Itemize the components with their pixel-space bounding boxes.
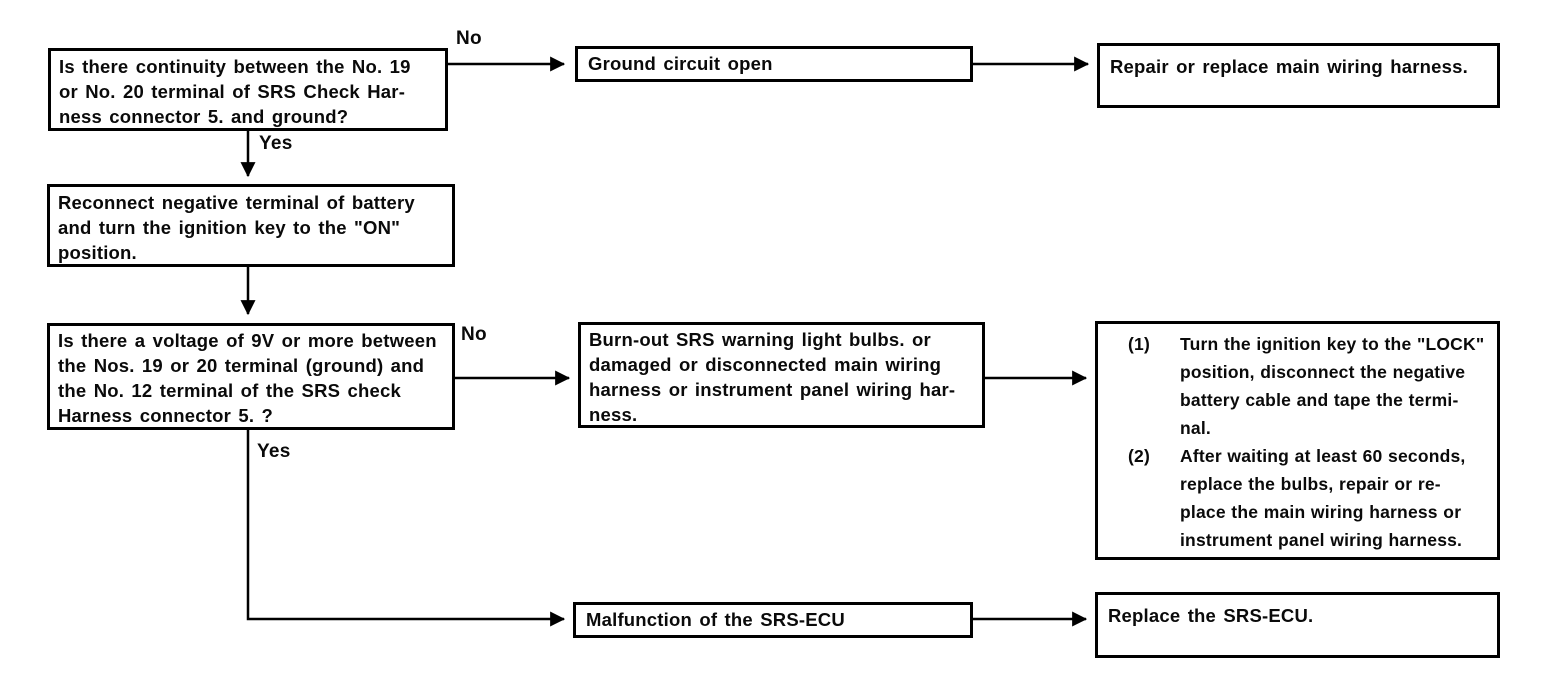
step-number: (1) — [1128, 334, 1150, 354]
remedy-lock-key-steps-box: (1) Turn the ignition key to the "LOCK" … — [1095, 321, 1500, 560]
step-number: (2) — [1128, 446, 1150, 466]
branch-label-yes-1: Yes — [259, 133, 293, 154]
action-reconnect-battery-box: Reconnect negative terminal of battery a… — [47, 184, 455, 267]
cause-burnout-bulbs-box: Burn-out SRS warning light bulbs. or dam… — [578, 322, 985, 428]
cause-malfunction-ecu-box: Malfunction of the SRS-ECU — [573, 602, 973, 638]
remedy-repair-harness-box: Repair or replace main wiring harness. — [1097, 43, 1500, 108]
connector-q2-yes-elbow-arrow — [246, 430, 566, 627]
step-text: Turn the ignition key to the "LOCK" posi… — [1180, 334, 1485, 438]
remedy-replace-ecu-box: Replace the SRS-ECU. — [1095, 592, 1500, 658]
cause-ground-circuit-open-box: Ground circuit open — [575, 46, 973, 82]
branch-label-no-1: No — [456, 28, 482, 49]
question-continuity-box: Is there continuity between the No. 19 o… — [48, 48, 448, 131]
question-voltage-box: Is there a voltage of 9V or more between… — [47, 323, 455, 430]
branch-label-no-2: No — [461, 324, 487, 345]
step-text: After waiting at least 60 seconds, repla… — [1180, 446, 1466, 550]
branch-label-yes-2: Yes — [257, 441, 291, 462]
